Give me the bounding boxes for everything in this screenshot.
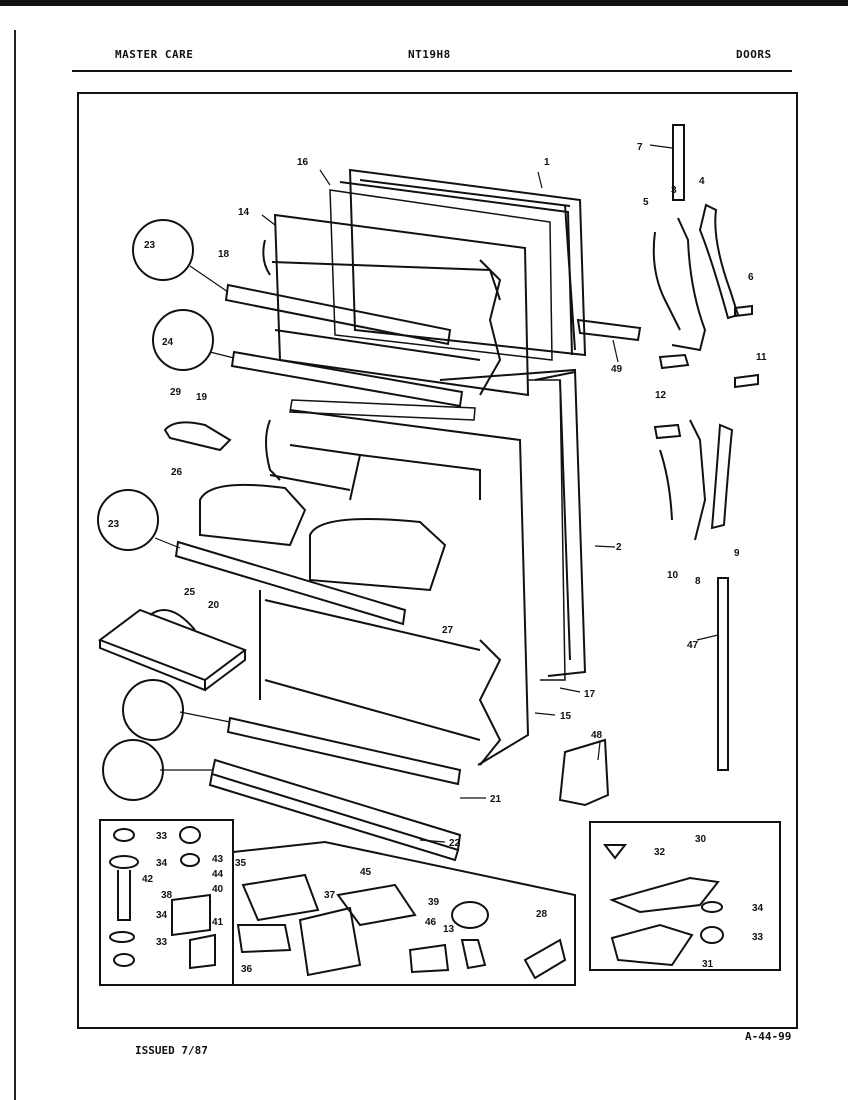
callout-14: 14: [238, 207, 250, 218]
callout-34-c: 34: [752, 903, 764, 914]
fresh-food-gasket: [527, 379, 566, 681]
callout-34-a: 34: [156, 858, 168, 869]
hinge-strap-8: [689, 419, 707, 541]
callout-6: 6: [748, 272, 754, 283]
callout-29: 29: [170, 387, 182, 398]
callout-22: 22: [449, 838, 461, 849]
callout-28: 28: [536, 909, 548, 920]
fresh-food-top-bar: [289, 399, 476, 421]
callout-34-b: 34: [156, 910, 168, 921]
callout-33-a: 33: [156, 831, 168, 842]
callout-44: 44: [212, 869, 224, 880]
callout-24-a: 24: [162, 337, 174, 348]
callout-30: 30: [695, 834, 707, 845]
freezer-gasket: [329, 189, 553, 361]
callout-19: 19: [196, 392, 208, 403]
callout-1: 1: [544, 157, 550, 168]
callout-38: 38: [161, 890, 173, 901]
part-11: [734, 373, 759, 389]
callout-37: 37: [324, 890, 336, 901]
callout-15: 15: [560, 711, 572, 722]
hinge-strap-9: [710, 423, 734, 530]
part-7: [672, 124, 685, 201]
callout-40: 40: [212, 884, 224, 895]
callout-48: 48: [591, 730, 603, 741]
callout-11: 11: [756, 352, 767, 363]
door-shelf-bar-21: [210, 758, 462, 852]
callout-25: 25: [184, 587, 196, 598]
header-rule: [72, 70, 792, 72]
part-49-bar: [576, 318, 642, 342]
callout-23-b: 23: [108, 519, 120, 530]
callout-46: 46: [425, 917, 437, 928]
part-12-upper: [658, 353, 690, 370]
callout-26: 26: [171, 467, 183, 478]
callout-41: 41: [212, 917, 224, 928]
callout-16: 16: [297, 157, 309, 168]
callout-31: 31: [702, 959, 714, 970]
callout-27: 27: [442, 625, 454, 636]
header-section: DOORS: [736, 48, 772, 61]
callout-45: 45: [360, 867, 372, 878]
door-shelf-bar-24: [226, 716, 462, 786]
left-border: [14, 30, 16, 1100]
callout-9: 9: [734, 548, 740, 559]
callout-43: 43: [212, 854, 224, 865]
fresh-food-shelf-bar: [174, 540, 407, 626]
callout-32: 32: [654, 847, 666, 858]
hardware-box-center: [232, 840, 576, 986]
freezer-door-panel: [339, 168, 587, 357]
callout-8: 8: [695, 576, 701, 587]
callout-2: 2: [616, 542, 622, 553]
callout-5: 5: [643, 197, 649, 208]
callout-7: 7: [637, 142, 643, 153]
part-12-lower: [653, 423, 682, 440]
part-48: [558, 738, 610, 807]
hinge-strap-10: [659, 449, 673, 521]
hinge-strap-3: [671, 217, 707, 352]
callout-42: 42: [142, 874, 154, 885]
callout-17: 17: [584, 689, 596, 700]
callout-23-a: 23: [144, 240, 156, 251]
document-code: A-44-99: [745, 1030, 792, 1043]
hardware-box-left: [99, 819, 234, 986]
callout-12: 12: [655, 390, 667, 401]
top-border: [0, 0, 848, 6]
header-brand: MASTER CARE: [115, 48, 194, 61]
hinge-strap-4: [698, 203, 740, 320]
callout-39: 39: [428, 897, 440, 908]
callout-10: 10: [667, 570, 679, 581]
diagram-frame: [77, 92, 798, 1029]
egg-tray: [97, 608, 248, 692]
part-47: [717, 577, 729, 771]
issued-date: ISSUED 7/87: [135, 1044, 208, 1057]
callout-33-c: 33: [752, 932, 764, 943]
freezer-shelf-bar-upper: [224, 283, 452, 346]
hardware-box-right: [589, 821, 781, 971]
butter-door: [163, 421, 232, 452]
callout-4: 4: [699, 176, 705, 187]
door-shelf-bar-22: [208, 773, 459, 862]
callout-21: 21: [490, 794, 502, 805]
freezer-shelf-bar-lower: [230, 350, 464, 408]
callout-35: 35: [235, 858, 247, 869]
callout-33-b: 33: [156, 937, 168, 948]
part-6: [734, 304, 753, 318]
callout-20: 20: [208, 600, 220, 611]
callout-18: 18: [218, 249, 230, 260]
freezer-liner: [262, 213, 530, 397]
fresh-food-door-panel: [439, 368, 587, 677]
door-bin-lower: [309, 518, 447, 592]
callout-13: 13: [443, 924, 455, 935]
callout-3: 3: [671, 185, 677, 196]
callout-49: 49: [611, 364, 623, 375]
header-model: NT19H8: [408, 48, 451, 61]
callout-47: 47: [687, 640, 699, 651]
callout-36: 36: [241, 964, 253, 975]
door-bin-upper: [199, 483, 307, 547]
fresh-food-liner: [259, 409, 530, 766]
hinge-strap-5: [652, 231, 681, 331]
